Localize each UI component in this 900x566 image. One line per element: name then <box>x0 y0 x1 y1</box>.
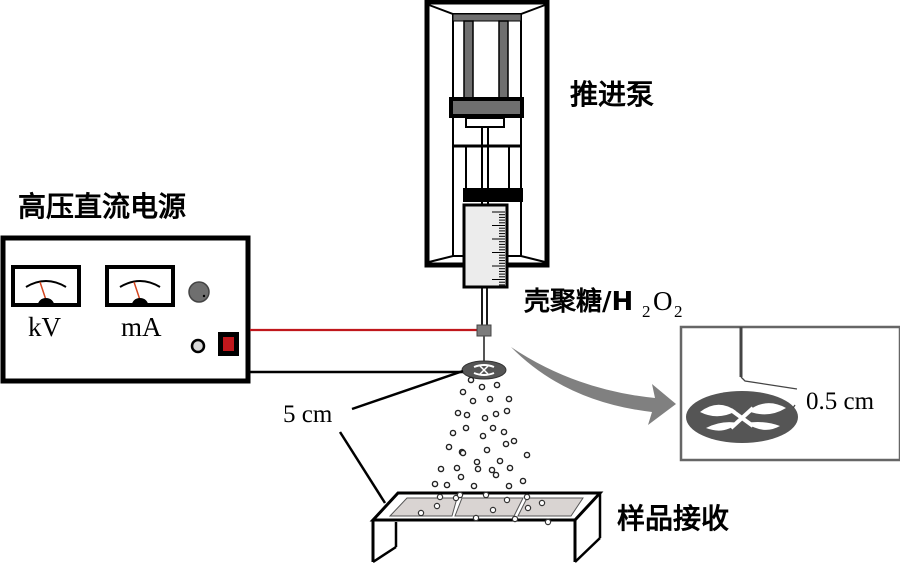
deposited-droplet <box>472 514 480 522</box>
deposited-droplet <box>456 491 464 499</box>
droplet <box>474 465 482 473</box>
svg-text:壳聚糖/H: 壳聚糖/H <box>523 286 633 317</box>
solution-label: 壳聚糖/H 2 O 2 <box>523 286 683 321</box>
droplet <box>467 376 475 384</box>
droplet <box>483 446 491 454</box>
droplet <box>478 383 486 391</box>
droplet <box>493 381 501 389</box>
droplet <box>469 397 477 405</box>
deposited-droplet <box>433 502 441 510</box>
deposited-droplet <box>436 493 444 501</box>
zoom-arrow <box>511 347 676 425</box>
knob-dot <box>202 294 206 298</box>
distance-label: 5 cm <box>283 401 333 428</box>
droplet <box>523 451 531 459</box>
nozzle-detail-inset <box>679 325 900 462</box>
droplet <box>459 388 467 396</box>
distance-line-lower <box>338 431 387 504</box>
spray-nozzle <box>461 360 507 380</box>
meter-scale-arc <box>25 280 67 288</box>
meter-pivot <box>132 298 148 305</box>
droplet <box>454 409 462 417</box>
deposited-particles <box>417 491 552 526</box>
sample-slide <box>517 497 584 517</box>
electrode-clip <box>476 324 492 337</box>
deposited-droplet <box>482 491 490 499</box>
droplet <box>503 407 511 415</box>
deposited-droplet <box>489 506 497 514</box>
droplet <box>500 428 508 436</box>
power-supply-label: 高压直流电源 <box>18 190 186 223</box>
syringe-pump <box>424 0 550 289</box>
droplet <box>479 432 487 440</box>
deposited-droplet <box>417 509 425 517</box>
droplet <box>443 481 451 489</box>
collector-tray <box>369 491 604 564</box>
droplet <box>449 429 457 437</box>
droplet <box>453 464 461 472</box>
droplet <box>486 395 494 403</box>
deposited-droplet <box>524 504 532 512</box>
control-knob[interactable] <box>188 281 210 303</box>
droplet <box>488 466 496 474</box>
power-supply-box <box>0 235 251 384</box>
droplet <box>506 464 514 472</box>
droplet <box>470 482 478 490</box>
svg-text:2: 2 <box>642 302 651 321</box>
meter-pivot <box>38 298 54 305</box>
deposited-droplet <box>523 493 531 501</box>
current-unit-label: mA <box>121 312 162 342</box>
droplet <box>492 471 500 479</box>
current-meter <box>105 265 175 307</box>
indicator-light <box>190 338 206 354</box>
droplet <box>492 410 500 418</box>
droplet <box>463 411 471 419</box>
deposited-droplet <box>503 496 511 504</box>
droplet <box>437 465 445 473</box>
svg-text:O: O <box>653 286 673 316</box>
voltage-meter <box>11 265 81 307</box>
meter-scale-arc <box>119 280 161 288</box>
deposited-droplet <box>511 515 519 523</box>
deposited-droplet <box>538 499 546 507</box>
droplet <box>445 443 453 451</box>
collector-label: 样品接收 <box>617 502 729 535</box>
droplet <box>496 457 504 465</box>
spray-droplets <box>431 376 531 490</box>
droplet <box>489 424 497 432</box>
droplet <box>505 395 513 403</box>
droplet <box>457 473 465 481</box>
droplet <box>462 424 470 432</box>
svg-text:2: 2 <box>674 302 683 321</box>
droplet <box>459 449 467 457</box>
sample-slide <box>454 497 524 517</box>
distance-line-upper <box>351 369 464 411</box>
droplet <box>481 414 489 422</box>
deposited-droplet <box>544 518 552 526</box>
syringe-needle <box>476 288 492 362</box>
droplet <box>473 458 481 466</box>
droplet <box>505 482 513 490</box>
pump-label: 推进泵 <box>570 78 654 111</box>
droplet <box>510 437 518 445</box>
droplet <box>502 440 510 448</box>
size-leader-line <box>740 376 798 390</box>
power-switch-red <box>223 337 234 351</box>
droplet <box>519 477 527 485</box>
droplet <box>431 480 439 488</box>
voltage-unit-label: kV <box>28 312 62 342</box>
meter-needle <box>133 281 141 301</box>
nozzle-size-label: 0.5 cm <box>806 388 875 415</box>
meter-needle <box>39 281 47 301</box>
syringe-graduations <box>492 211 505 286</box>
